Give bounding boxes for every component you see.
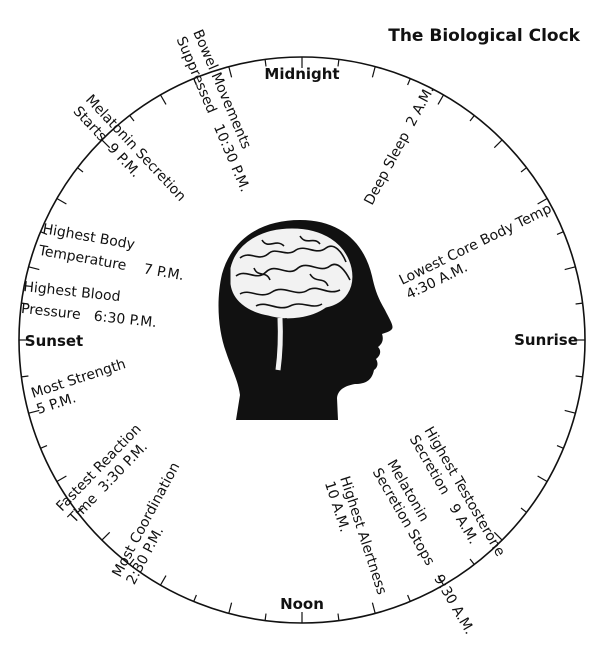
clock-tick (129, 558, 135, 565)
clock-tick (371, 602, 376, 614)
clock-tick (469, 558, 475, 565)
clock-tick (537, 197, 548, 205)
event-text-line: Highest Blood (23, 279, 122, 305)
clock-tick (228, 66, 233, 78)
clock-tick (437, 94, 445, 105)
event-text-line: Lowest Core Body Temp (397, 201, 555, 289)
clock-tick (520, 167, 527, 173)
clock-tick (129, 115, 135, 122)
clock-tick (40, 231, 48, 235)
label-midnight: Midnight (264, 65, 339, 83)
label-noon: Noon (280, 595, 324, 613)
clock-tick (40, 445, 48, 449)
clock-tick (28, 266, 40, 271)
clock-tick (437, 575, 445, 586)
clock-ticks (19, 57, 585, 623)
clock-tick (493, 139, 503, 149)
clock-tick (56, 475, 67, 483)
clock-tick (264, 59, 267, 67)
clock-tick (564, 266, 576, 271)
clock-tick (556, 445, 564, 449)
clock-tick (28, 409, 40, 414)
clock-tick (77, 507, 84, 513)
clock-tick (101, 531, 111, 541)
clock-tick (101, 139, 111, 149)
clock-tick (228, 602, 233, 614)
clock-tick (193, 78, 197, 86)
clock-tick (556, 231, 564, 235)
label-sunrise: Sunrise (514, 331, 578, 349)
clock-tick (159, 575, 167, 586)
event-text-line: Melatonin Secretion (82, 92, 189, 205)
clock-tick (264, 613, 267, 621)
clock-tick (337, 59, 340, 67)
event-label-deep-sleep: Deep Sleep 2 A.M. (361, 83, 437, 208)
clock-tick (193, 594, 197, 602)
clock-tick (77, 167, 84, 173)
clock-tick (337, 613, 340, 621)
event-text-line: Pressure 6:30 P.M. (20, 301, 157, 331)
clock-tick (469, 115, 475, 122)
diagram-title: The Biological Clock (388, 26, 580, 46)
clock-tick (575, 302, 583, 305)
clock-tick (21, 302, 29, 305)
clock-tick (564, 409, 576, 414)
clock-tick (159, 94, 167, 105)
clock-tick (407, 78, 411, 86)
label-sunset: Sunset (25, 332, 83, 350)
clock-tick (21, 375, 29, 378)
clock-tick (537, 475, 548, 483)
clock-tick (371, 66, 376, 78)
clock-tick (575, 375, 583, 378)
event-text-line: Deep Sleep 2 A.M. (361, 83, 437, 208)
clock-tick (407, 594, 411, 602)
event-text-line: Most Strength (29, 356, 128, 402)
head-silhouette-with-brain-icon (218, 220, 393, 420)
clock-tick (520, 507, 527, 513)
clock-tick (493, 531, 503, 541)
clock-tick (56, 197, 67, 205)
